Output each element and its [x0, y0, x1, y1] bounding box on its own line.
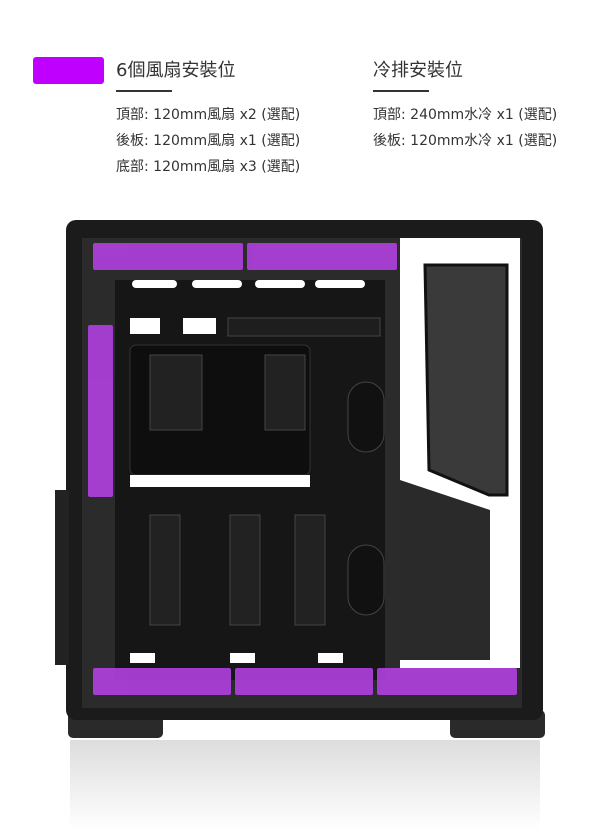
spec-line: 後板: 120mm風扇 x1 (選配)	[116, 133, 301, 149]
spec-line: 底部: 120mm風扇 x3 (選配)	[116, 159, 301, 175]
tray-cutout	[149, 514, 181, 626]
tray-cutout	[294, 514, 326, 626]
top-fan-position-1	[93, 243, 243, 270]
rear-fan-position	[88, 325, 113, 497]
spec-line: 後板: 120mm水冷 x1 (選配)	[373, 133, 558, 149]
cable-slot	[130, 475, 310, 487]
title-underline	[116, 90, 172, 92]
hdd-cage-cover	[423, 263, 509, 497]
bottom-fan-position-3	[377, 668, 517, 695]
pc-case-illustration	[55, 220, 545, 830]
cable-grommet	[347, 381, 385, 453]
cable-holes	[130, 280, 365, 663]
title-underline	[373, 90, 429, 92]
tray-cutout	[264, 354, 306, 431]
fan-positions-title: 6個風扇安裝位	[116, 60, 236, 81]
tray-cutout	[229, 514, 261, 626]
tray-slot	[227, 317, 381, 337]
bottom-fan-position-2	[235, 668, 373, 695]
spec-line: 頂部: 120mm風扇 x2 (選配)	[116, 107, 301, 123]
radiator-positions-title: 冷排安裝位	[373, 60, 463, 81]
expansion-slots	[55, 490, 69, 665]
cable-grommet	[347, 544, 385, 616]
top-fan-position-2	[247, 243, 397, 270]
bottom-fan-position-1	[93, 668, 231, 695]
floor-reflection	[70, 740, 540, 830]
radiator-positions-section: 冷排安裝位 頂部: 240mm水冷 x1 (選配) 後板: 120mm水冷 x1…	[373, 58, 557, 154]
fan-positions-section: 6個風扇安裝位 頂部: 120mm風扇 x2 (選配) 後板: 120mm風扇 …	[116, 58, 300, 180]
spec-line: 頂部: 240mm水冷 x1 (選配)	[373, 107, 558, 123]
fan-position-legend-swatch	[33, 57, 104, 84]
tray-cutout	[149, 354, 203, 431]
psu-shroud	[400, 480, 490, 660]
fan-positions	[88, 243, 517, 695]
